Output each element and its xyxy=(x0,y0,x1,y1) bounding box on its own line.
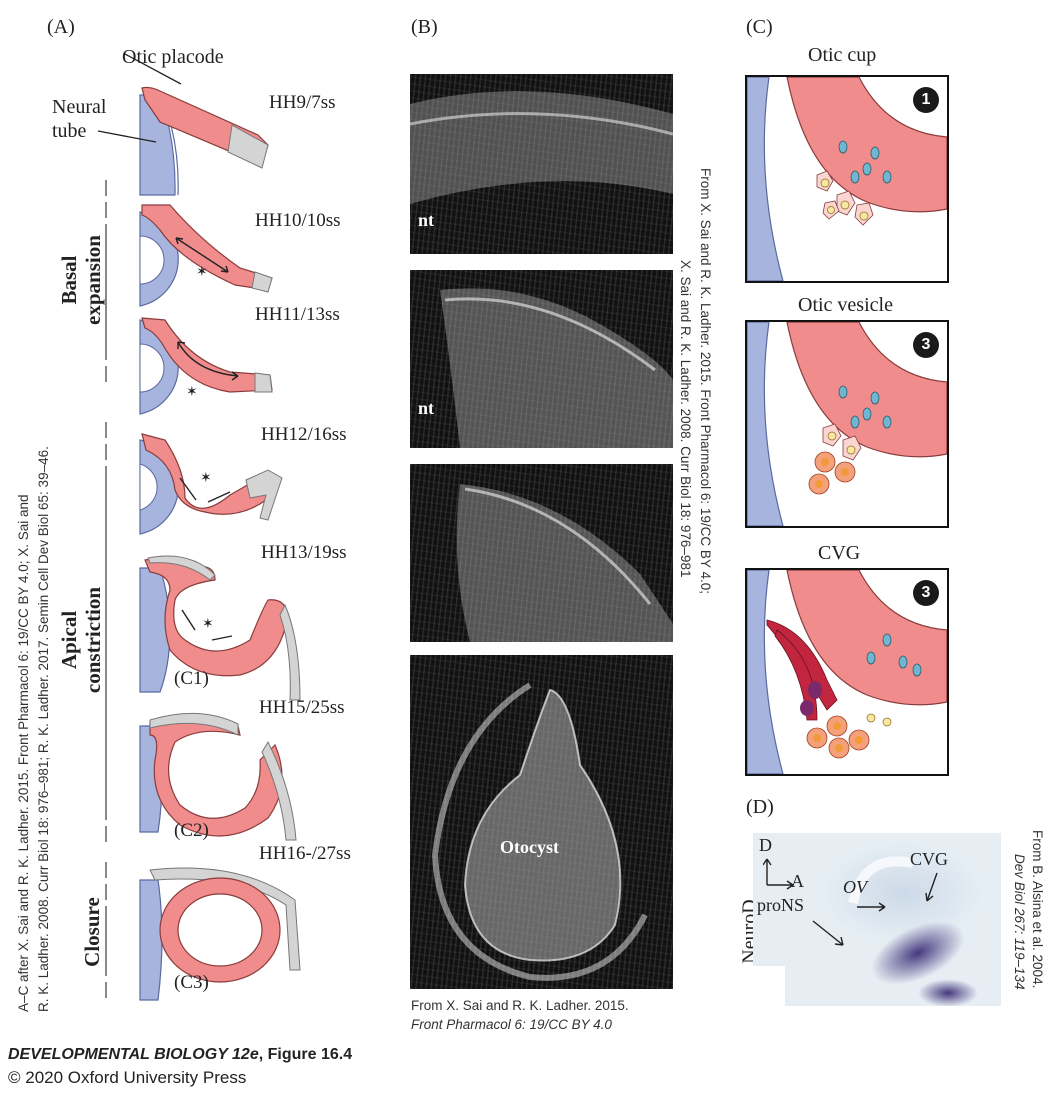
c-box-3: 3 xyxy=(745,568,949,776)
sem-image-1: nt xyxy=(410,74,673,254)
panel-b-credit: From X. Sai and R. K. Ladher. 2015. Fron… xyxy=(411,998,629,1032)
stage-hh9-drawing xyxy=(97,53,269,196)
panel-a-credit-line1: A–C after X. Sai and R. K. Ladher. 2015.… xyxy=(16,494,31,1012)
axis-a-label: A xyxy=(791,871,804,891)
svg-text:✶: ✶ xyxy=(202,617,214,632)
cvg-label: CVG xyxy=(910,849,949,869)
panel-d-credit-v2: Dev Biol 267: 119–134 xyxy=(1012,854,1027,990)
otocyst-label: Otocyst xyxy=(500,837,559,857)
sem-image-2: nt xyxy=(410,270,673,448)
c-box-1: 1 xyxy=(745,75,949,283)
sem-image-4: Otocyst xyxy=(410,655,673,989)
panel-b-credit-v1: From X. Sai and R. K. Ladher. 2015. Fron… xyxy=(698,168,713,594)
sublabel-c3: (C3) xyxy=(174,972,209,993)
side-label-closure: Closure xyxy=(80,897,104,967)
c-box-3-title: CVG xyxy=(818,542,861,564)
side-label-basal-expansion: Basal expansion xyxy=(57,235,105,325)
svg-text:✶: ✶ xyxy=(196,265,208,280)
stage-label-3: HH11/13ss xyxy=(255,304,340,325)
prons-label: proNS xyxy=(757,895,805,915)
tube-label: tube xyxy=(52,120,87,142)
otic-placode-label: Otic placode xyxy=(122,46,224,68)
side-label-apical-constriction: Apical constriction xyxy=(57,586,105,694)
panel-b-letter: (B) xyxy=(411,16,438,38)
sem-2-nt-label: nt xyxy=(418,398,435,418)
stage-hh15-drawing xyxy=(139,712,297,841)
ish-image: D A proNS OV CVG xyxy=(753,833,1001,1006)
panel-b-credit-v2: X. Sai and R. K. Ladher. 2008. Curr Biol… xyxy=(678,260,693,578)
stage-label-4: HH12/16ss xyxy=(261,424,347,445)
ov-label: OV xyxy=(843,877,867,897)
stage-label-2: HH10/10ss xyxy=(255,210,341,231)
stage-label-1: HH9/7ss xyxy=(269,92,336,113)
c-box-2-title: Otic vesicle xyxy=(798,294,893,316)
sublabel-c2: (C2) xyxy=(174,820,209,841)
panel-d-credit-v1: From B. Alsina et al. 2004. xyxy=(1030,830,1045,989)
sem-1-nt-label: nt xyxy=(418,210,435,230)
panel-a-credit-line2: R. K. Ladher. 2008. Curr Biol 18: 976–98… xyxy=(36,446,51,1012)
neural-label: Neural xyxy=(52,96,107,118)
stage-label-7: HH16-/27ss xyxy=(259,843,351,864)
c-box-2-step-badge: 3 xyxy=(913,332,939,358)
stage-label-5: HH13/19ss xyxy=(261,542,347,563)
stage-label-6: HH15/25ss xyxy=(259,697,345,718)
sublabel-c1: (C1) xyxy=(174,668,209,689)
stage-hh11-drawing: ✶ xyxy=(139,317,273,415)
stage-hh16-drawing xyxy=(139,867,301,1001)
svg-text:✶: ✶ xyxy=(186,385,198,400)
stage-hh12-drawing: ✶ xyxy=(139,433,283,535)
footer-title: DEVELOPMENTAL BIOLOGY 12e, Figure 16.4 xyxy=(8,1046,353,1063)
panel-a-diagram: ✶ ✶ ✶ ✶ xyxy=(97,53,301,1001)
sem-image-3 xyxy=(410,464,673,642)
axis-d-label: D xyxy=(759,835,772,855)
svg-text:✶: ✶ xyxy=(200,471,212,486)
ish-arrows xyxy=(812,872,938,946)
stage-hh13-drawing: ✶ xyxy=(139,555,301,701)
c-box-3-step-badge: 3 xyxy=(913,580,939,606)
stage-hh10-drawing: ✶ xyxy=(139,204,273,307)
panel-a-letter: (A) xyxy=(47,16,75,38)
panel-d-letter: (D) xyxy=(746,796,774,818)
footer-copyright: © 2020 Oxford University Press xyxy=(8,1068,247,1087)
c-box-1-step-badge: 1 xyxy=(913,87,939,113)
axis-arrows xyxy=(763,858,794,890)
c-box-1-title: Otic cup xyxy=(808,44,877,66)
panel-c-letter: (C) xyxy=(746,16,773,38)
c-box-2: 3 xyxy=(745,320,949,528)
